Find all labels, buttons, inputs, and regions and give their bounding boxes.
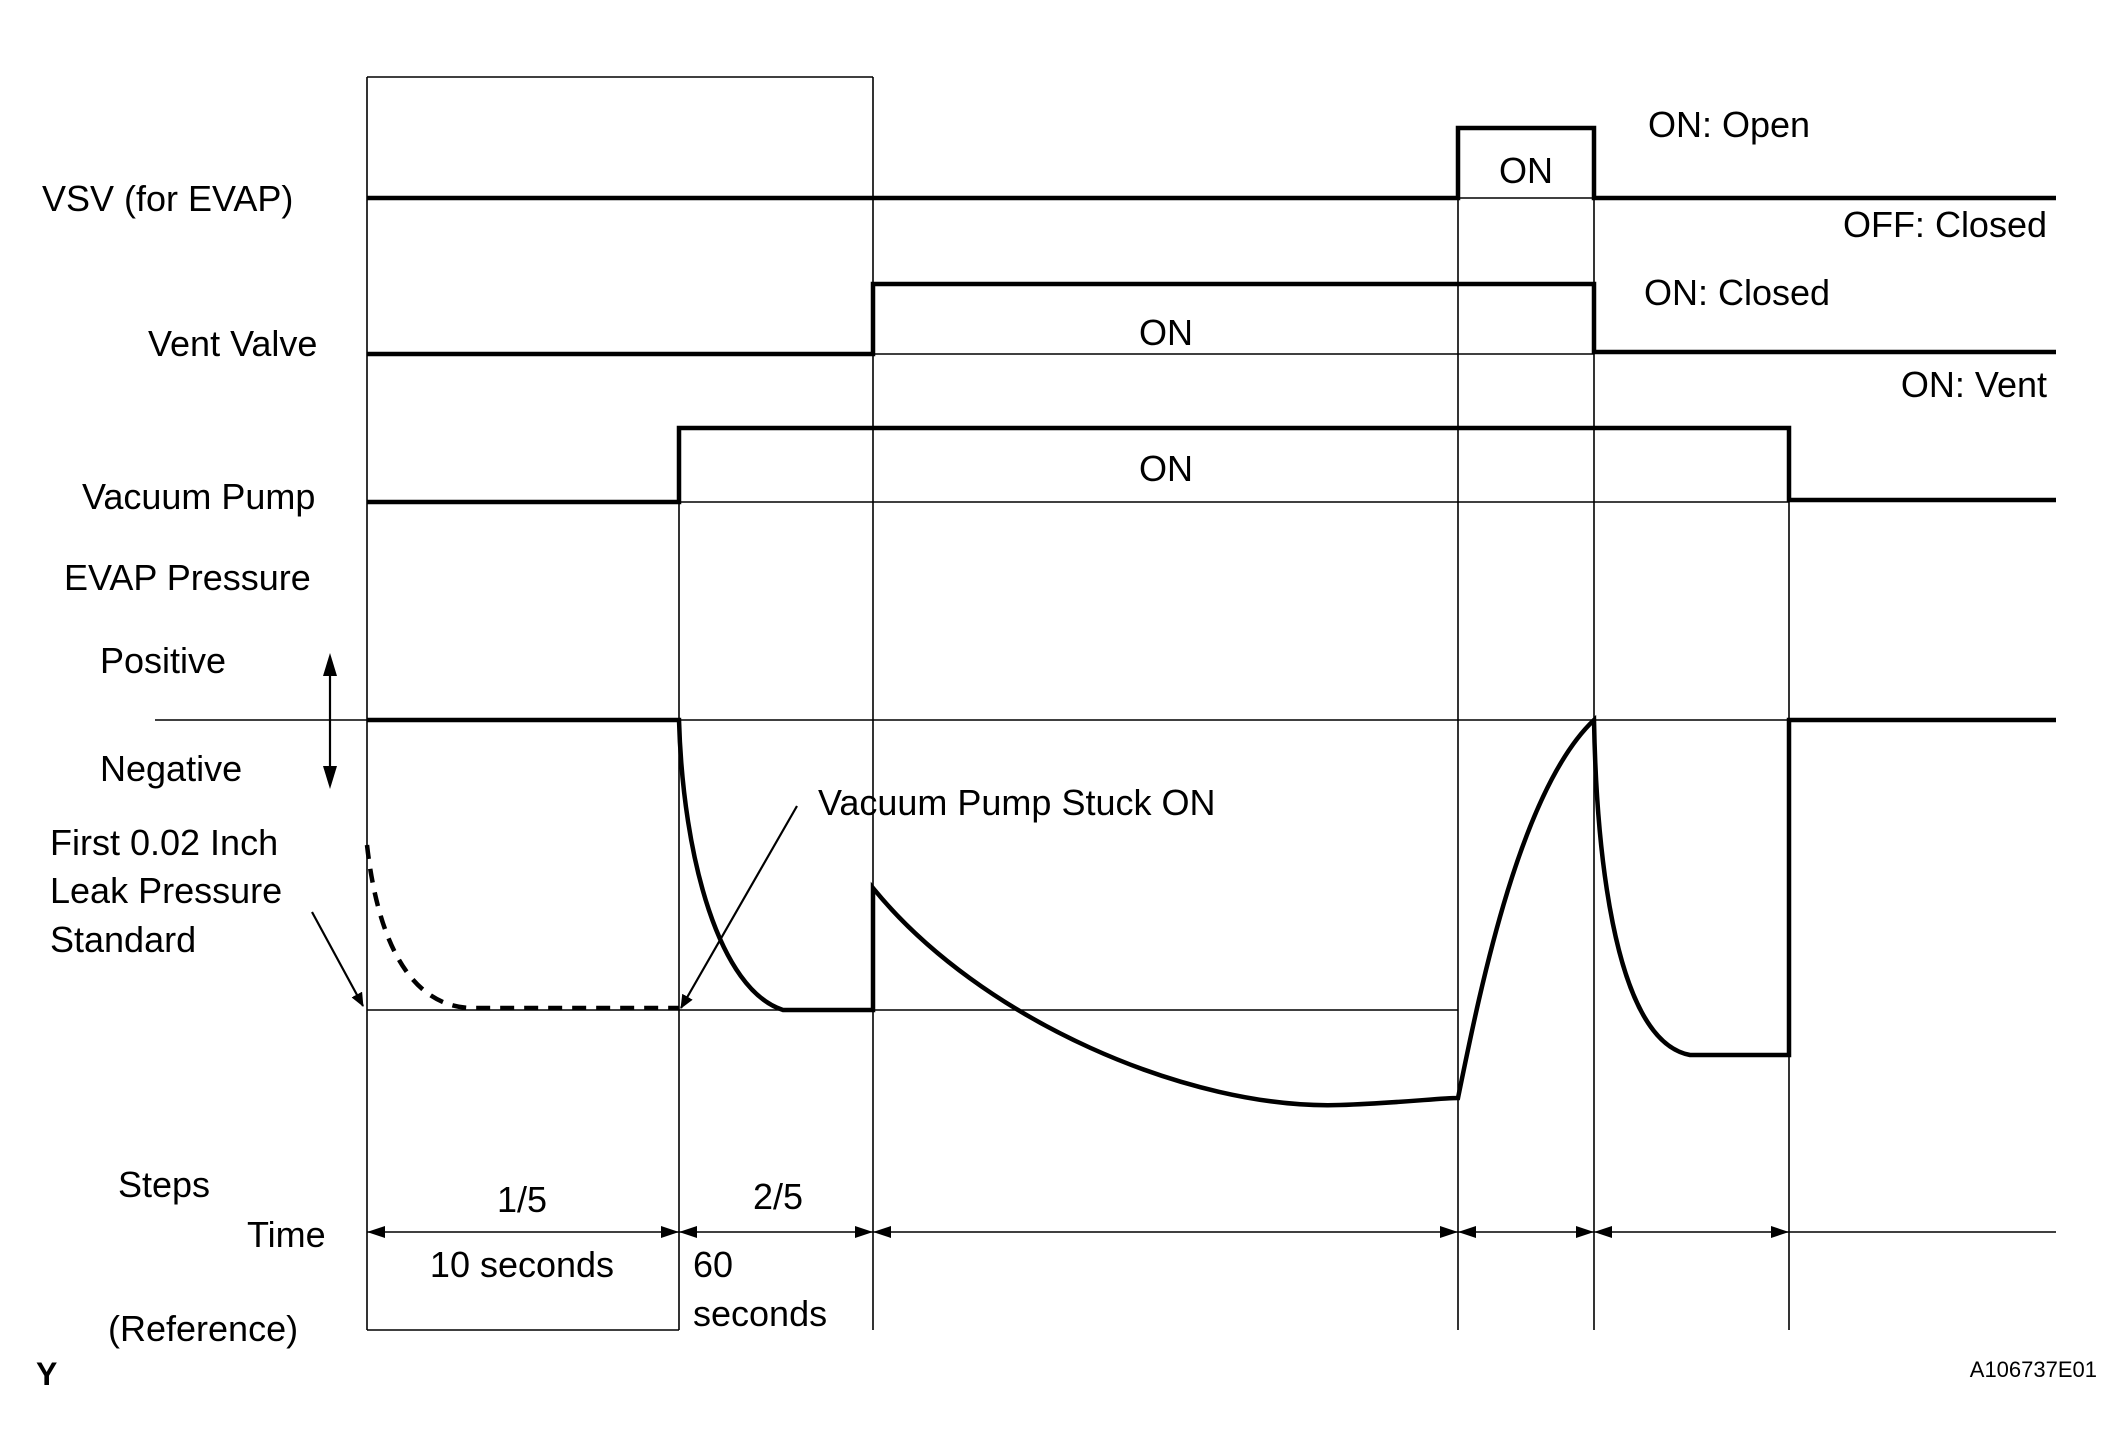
vent-valve-signal [367,281,2056,357]
time-grid-lines [366,76,1790,1331]
callout-arrows [311,805,798,1009]
leak-standard-line2: Leak Pressure [50,870,282,911]
vacuum-pump-label: Vacuum Pump [82,476,315,517]
positive-negative-arrow [323,653,337,789]
negative-label: Negative [100,748,242,789]
vent-on-state: ON: Closed [1644,272,1830,313]
vsv-signal [367,125,2056,201]
vsv-label: VSV (for EVAP) [42,178,293,219]
vent-valve-label: Vent Valve [148,323,317,364]
step-2-label: 2/5 [753,1176,803,1217]
steps-label: Steps [118,1164,210,1205]
pump-stuck-label: Vacuum Pump Stuck ON [818,782,1215,823]
positive-label: Positive [100,640,226,681]
evap-pressure-label: EVAP Pressure [64,557,311,598]
reference-label: (Reference) [108,1308,298,1349]
vsv-on-label: ON [1499,150,1553,191]
evap-reference-lines [155,719,2056,1011]
time-2-line1: 60 [693,1244,733,1285]
leak-standard-line1: First 0.02 Inch [50,822,278,863]
vsv-off-state: OFF: Closed [1843,204,2047,245]
vent-off-state: ON: Vent [1901,364,2047,405]
evap-pressure-curve [367,714,2056,1108]
vacuum-pump-signal [367,425,2056,505]
figure-id: A106737E01 [1970,1357,2097,1382]
time-2-line2: seconds [693,1293,827,1334]
leak-standard-line3: Standard [50,919,196,960]
step-1-label: 1/5 [497,1179,547,1220]
time-dimension-arrows [367,1226,2056,1238]
pump-stuck-dashed-curve [364,844,679,1011]
time-1-label: 10 seconds [430,1244,614,1285]
vent-on-label: ON [1139,312,1193,353]
pump-on-label: ON [1139,448,1193,489]
time-label: Time [247,1214,326,1255]
vsv-on-state: ON: Open [1648,104,1810,145]
corner-mark: Y [36,1356,57,1392]
